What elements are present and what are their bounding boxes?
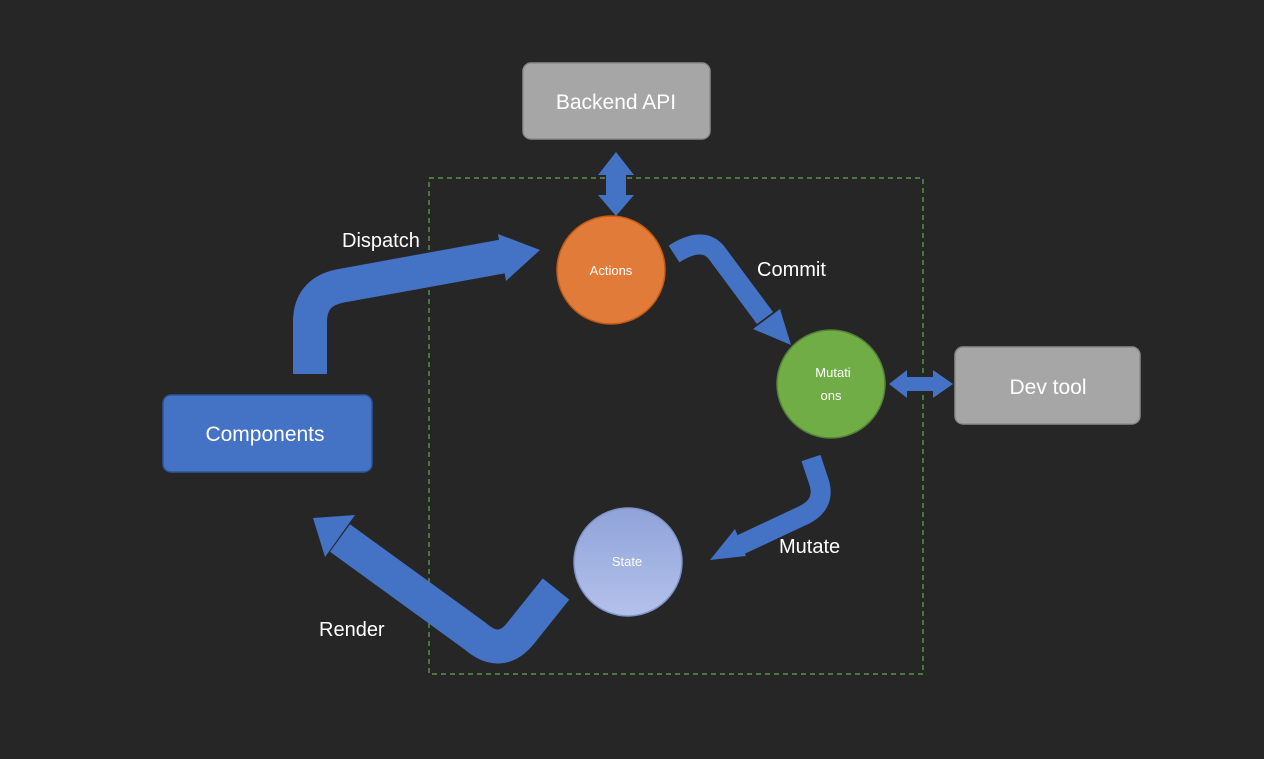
components-label: Components (205, 423, 324, 446)
mutations-label-line1: Mutati (815, 365, 851, 380)
render-label: Render (319, 619, 385, 641)
state-node: State (573, 507, 683, 617)
backend-actions-double-arrow (598, 152, 634, 216)
mutations-label-line2: ons (821, 388, 842, 403)
actions-label: Actions (590, 263, 633, 278)
backend-api-node: Backend API (522, 62, 711, 140)
components-node: Components (162, 394, 373, 473)
commit-label: Commit (757, 259, 826, 281)
mutations-node: Mutati ons (776, 329, 886, 439)
mutations-devtool-double-arrow (889, 370, 953, 398)
state-label: State (612, 554, 642, 569)
store-boundary (428, 177, 924, 675)
render-arrow (313, 515, 570, 664)
dispatch-label: Dispatch (342, 230, 420, 252)
dev-tool-label: Dev tool (1009, 376, 1086, 399)
actions-node: Actions (556, 215, 666, 325)
mutate-label: Mutate (779, 536, 840, 558)
mutate-arrow (710, 454, 831, 560)
dispatch-arrow (293, 234, 540, 374)
commit-arrow (668, 234, 791, 345)
dev-tool-node: Dev tool (954, 346, 1141, 425)
backend-api-label: Backend API (556, 91, 676, 114)
